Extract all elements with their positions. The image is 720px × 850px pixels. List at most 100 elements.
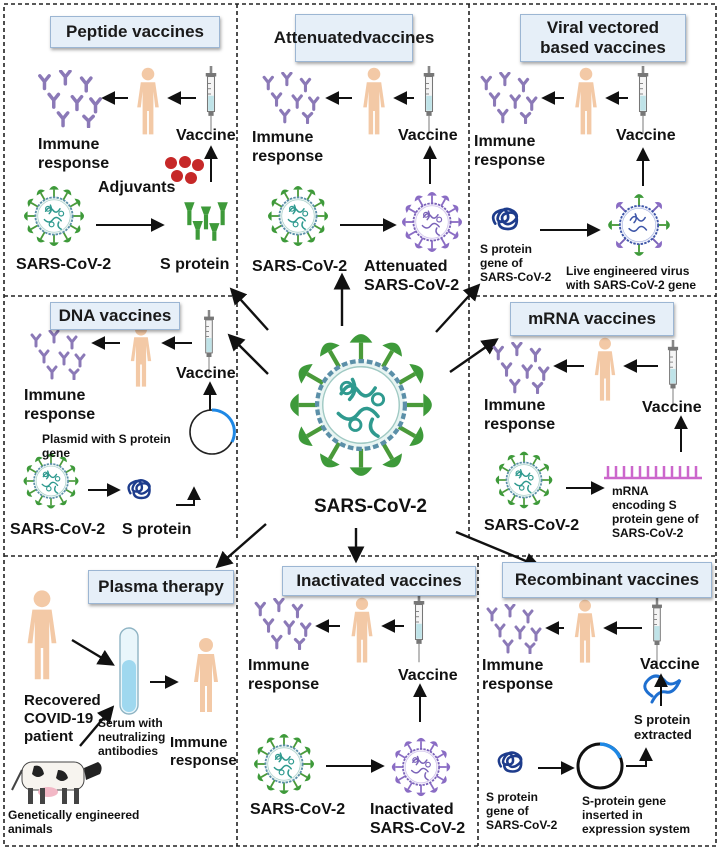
live-line2: with SARS-CoV-2 gene <box>566 278 697 292</box>
peptide-immune-label: Immune response <box>38 135 109 173</box>
mrna-panel <box>492 337 702 510</box>
antibody-cluster-icon <box>480 72 538 124</box>
virus-icon <box>253 733 315 795</box>
animals-line2: animals <box>8 822 53 836</box>
inactivated-virus-icon <box>390 736 452 798</box>
gene-line3: SARS-CoV-2 <box>486 818 558 832</box>
cow-icon <box>11 761 102 804</box>
mrna-virus-label: SARS-CoV-2 <box>484 517 580 534</box>
virus-icon <box>494 450 554 510</box>
peptide-title: Peptide vaccines <box>50 16 220 48</box>
peptide-protein-label: S protein <box>160 256 230 273</box>
engineered-virus-icon <box>607 193 671 257</box>
plasma-recovered-label: Recovered COVID-19 patient <box>24 692 101 746</box>
peptide-virus-label: SARS-CoV-2 <box>16 256 112 273</box>
viral-vectored-panel <box>480 66 671 257</box>
expression-line2: inserted in <box>582 808 643 822</box>
attenuated-line2: SARS-CoV-2 <box>364 277 460 294</box>
viral-vectored-title-line1: Viral vectored <box>546 18 660 38</box>
mrna-line3: protein gene of <box>612 512 699 526</box>
human-figure-icon <box>130 323 152 387</box>
syringe-icon <box>636 66 650 136</box>
immune-line2: response <box>170 752 237 769</box>
plasma-title: Plasma therapy <box>88 570 234 604</box>
recombinant-immune-label: Immune response <box>482 656 553 694</box>
antibody-cluster-icon <box>492 342 550 394</box>
inactivated-line2: SARS-CoV-2 <box>370 820 466 837</box>
serum-line1: Serum with <box>98 716 163 730</box>
immune-line1: Immune <box>252 129 314 146</box>
human-figure-icon <box>351 597 373 663</box>
animals-line1: Genetically engineered <box>8 808 140 822</box>
mrna-line2: encoding S <box>612 498 677 512</box>
immune-line2: response <box>474 152 546 169</box>
antibody-cluster-icon <box>254 598 312 650</box>
recovered-line1: Recovered <box>24 692 101 709</box>
plasmid-line1: Plasmid with S protein <box>42 432 171 446</box>
recovered-patient-icon <box>27 590 57 680</box>
dna-protein-label: S protein <box>122 521 192 538</box>
viral-live-virus-label: Live engineered virus with SARS-CoV-2 ge… <box>566 264 696 292</box>
dna-title: DNA vaccines <box>50 302 180 330</box>
viral-vectored-title-line2: based vaccines <box>540 38 666 57</box>
dna-vaccine-label: Vaccine <box>176 365 236 382</box>
human-figure-icon <box>574 599 596 663</box>
peptide-adjuvants-label: Adjuvants <box>98 179 176 196</box>
extracted-protein-icon <box>643 674 682 704</box>
plasmid-icon <box>189 408 236 455</box>
human-figure-icon <box>363 67 385 135</box>
attenuated-panel <box>262 66 463 253</box>
inactivated-vaccine-label: Vaccine <box>398 667 458 684</box>
recombinant-panel <box>486 598 682 790</box>
syringe-icon <box>651 598 663 664</box>
syringe-icon <box>422 66 436 136</box>
syringe-icon <box>412 594 426 664</box>
attenuated-title-line2: vaccines <box>362 28 435 48</box>
plasma-panel <box>11 590 218 804</box>
antibody-cluster-icon <box>38 70 102 128</box>
immune-line1: Immune <box>38 136 100 153</box>
viral-immune-label: Immune response <box>474 132 545 170</box>
syringe-icon <box>667 340 679 408</box>
human-figure-icon <box>575 67 597 135</box>
recombinant-extracted-label: S protein extracted <box>634 712 692 742</box>
viral-gene-label: S protein gene of SARS-CoV-2 <box>480 242 551 284</box>
center-arrows <box>215 272 542 569</box>
center-virus-label: SARS-CoV-2 <box>314 496 427 517</box>
gene-line3: SARS-CoV-2 <box>480 270 552 284</box>
dna-virus-label: SARS-CoV-2 <box>10 521 106 538</box>
central-virus <box>290 334 432 476</box>
attenuated-virus-label: SARS-CoV-2 <box>252 258 348 275</box>
recovered-line2: COVID-19 <box>24 710 94 727</box>
immune-line1: Immune <box>482 657 544 674</box>
inactivated-virus2-label: Inactivated SARS-CoV-2 <box>370 800 465 838</box>
adjuvant-beads-icon <box>165 156 204 184</box>
serum-line3: antibodies <box>98 744 159 758</box>
immune-line2: response <box>248 676 320 693</box>
attenuated-virus2-label: Attenuated SARS-CoV-2 <box>364 257 459 295</box>
virus-icon <box>23 185 85 247</box>
recovered-line3: patient <box>24 728 74 745</box>
attenuated-immune-label: Immune response <box>252 128 323 166</box>
immune-line2: response <box>24 406 96 423</box>
plasmid-line2: gene <box>42 446 71 460</box>
immune-line2: response <box>38 155 110 172</box>
human-figure-icon <box>137 67 159 135</box>
immune-line1: Immune <box>170 734 228 751</box>
test-tube-icon <box>119 627 139 715</box>
virus-icon <box>22 452 80 510</box>
immune-line2: response <box>482 676 554 693</box>
recombinant-gene-label: S protein gene of SARS-CoV-2 <box>486 790 557 832</box>
attenuated-title: Attenuated vaccines <box>274 14 434 62</box>
mrna-title: mRNA vaccines <box>510 302 674 336</box>
inactivated-line1: Inactivated <box>370 801 454 818</box>
recombinant-vaccine-label: Vaccine <box>640 656 700 673</box>
human-figure-icon <box>194 638 218 712</box>
section-borders <box>3 3 717 847</box>
peptide-vaccine-label: Vaccine <box>176 127 236 144</box>
syringe-icon <box>204 66 218 136</box>
peptide-panel <box>23 66 228 247</box>
central-virus-icon <box>290 334 432 476</box>
gene-line1: S protein <box>480 242 533 256</box>
